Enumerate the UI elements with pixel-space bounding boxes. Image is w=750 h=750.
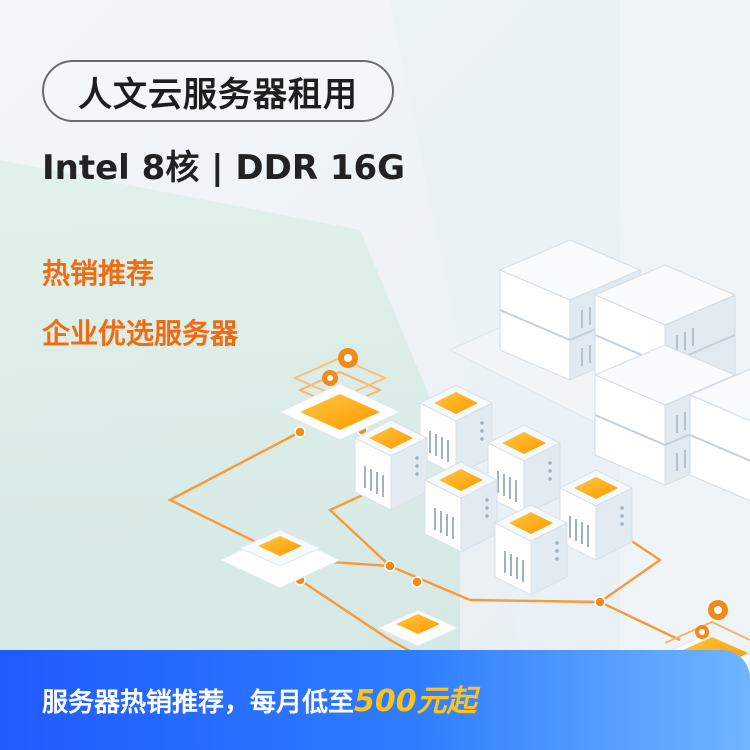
title-pill: 人文云服务器租用 [42, 60, 394, 122]
promo-price: 500元起 [354, 684, 477, 719]
specs-line: Intel 8核 | DDR 16G [42, 148, 406, 188]
promo-banner [0, 650, 750, 750]
tag-hot-recommend: 热销推荐 [42, 257, 155, 290]
promo-text: 服务器热销推荐，每月低至 [42, 688, 355, 718]
page-title: 人文云服务器租用 [78, 74, 358, 115]
tag-enterprise-server: 企业优选服务器 [42, 317, 239, 350]
promo-banner-text: 服务器热销推荐，每月低至500元起 [42, 676, 477, 720]
